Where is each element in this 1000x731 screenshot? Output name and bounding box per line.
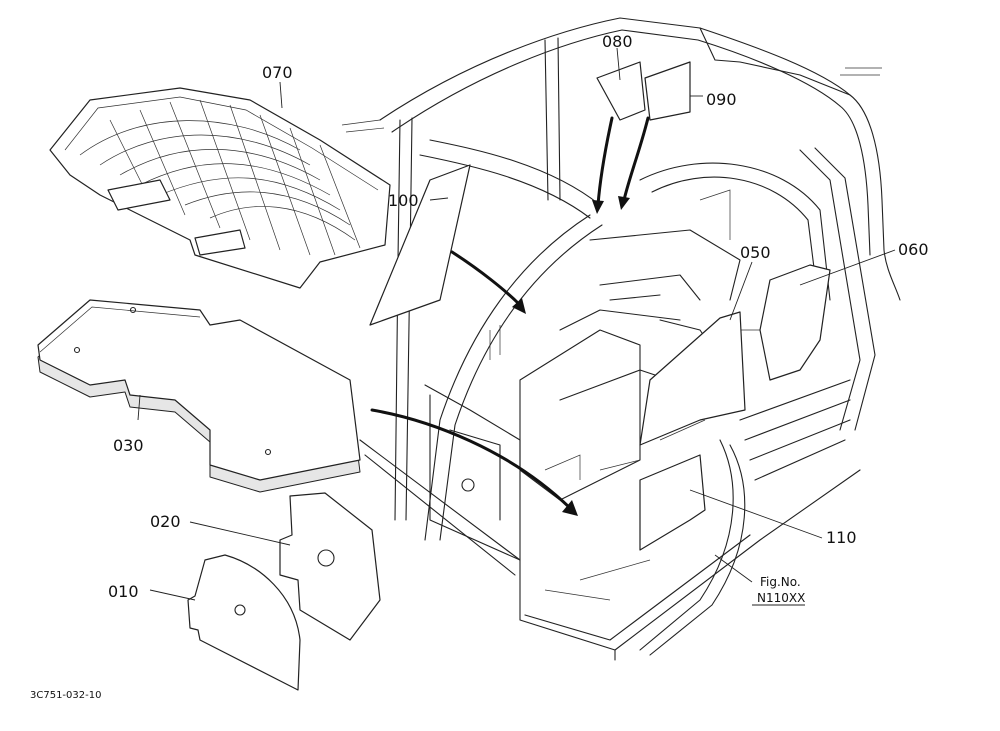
part-010-cover [187, 554, 301, 691]
part-080-pad [596, 61, 646, 121]
part-060-rear-panel [759, 264, 831, 381]
part-070-floor-mat [49, 87, 391, 289]
part-090-pad [644, 61, 691, 121]
callout-110: 110 [826, 528, 857, 547]
leader-lines [137, 47, 896, 606]
callout-090: 090 [706, 90, 737, 109]
drawing-code: 3C751-032-10 [30, 690, 101, 701]
callout-070: 070 [262, 63, 293, 82]
callout-050: 050 [740, 243, 771, 262]
callout-030: 030 [113, 436, 144, 455]
assembly-arrows [370, 116, 650, 516]
figure-number-label: Fig.No. [760, 575, 801, 589]
part-030-floor-mat [37, 299, 361, 493]
callout-100: 100 [388, 191, 419, 210]
part-100-side-panel [369, 164, 471, 326]
callout-labels: 070 100 080 090 050 060 030 020 010 110 [108, 32, 929, 601]
cab-frame [341, 17, 901, 661]
figure-number: N110XX [757, 591, 805, 605]
callout-020: 020 [150, 512, 181, 531]
callout-080: 080 [602, 32, 633, 51]
part-020-cover [279, 492, 381, 641]
figure-number-block: Fig.No. N110XX [757, 575, 805, 605]
callout-060: 060 [898, 240, 929, 259]
part-050-panel [639, 311, 746, 446]
part-110-panel [639, 454, 706, 551]
callout-010: 010 [108, 582, 139, 601]
